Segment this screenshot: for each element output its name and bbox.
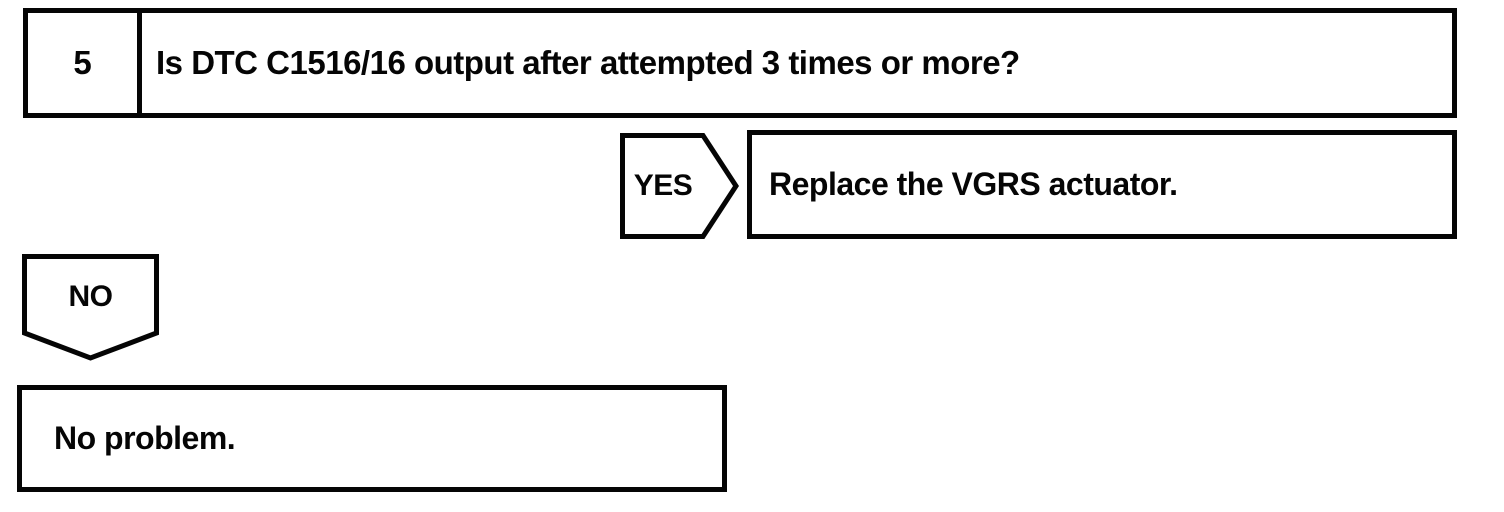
yes-action-box: Replace the VGRS actuator. xyxy=(747,130,1457,239)
yes-pentagon-shape xyxy=(620,133,739,239)
step-question-box: 5 Is DTC C1516/16 output after attempted… xyxy=(23,8,1457,118)
step-number: 5 xyxy=(28,13,142,113)
step-question-text: Is DTC C1516/16 output after attempted 3… xyxy=(156,44,1020,81)
no-connector: NO xyxy=(22,254,159,361)
yes-action-text: Replace the VGRS actuator. xyxy=(769,166,1178,202)
no-action-box: No problem. xyxy=(17,385,727,492)
no-label: NO xyxy=(68,280,114,313)
no-action-text: No problem. xyxy=(54,420,236,456)
yes-connector: YES xyxy=(620,133,739,239)
no-pentagon-shape xyxy=(22,254,159,361)
yes-label: YES xyxy=(633,169,693,202)
